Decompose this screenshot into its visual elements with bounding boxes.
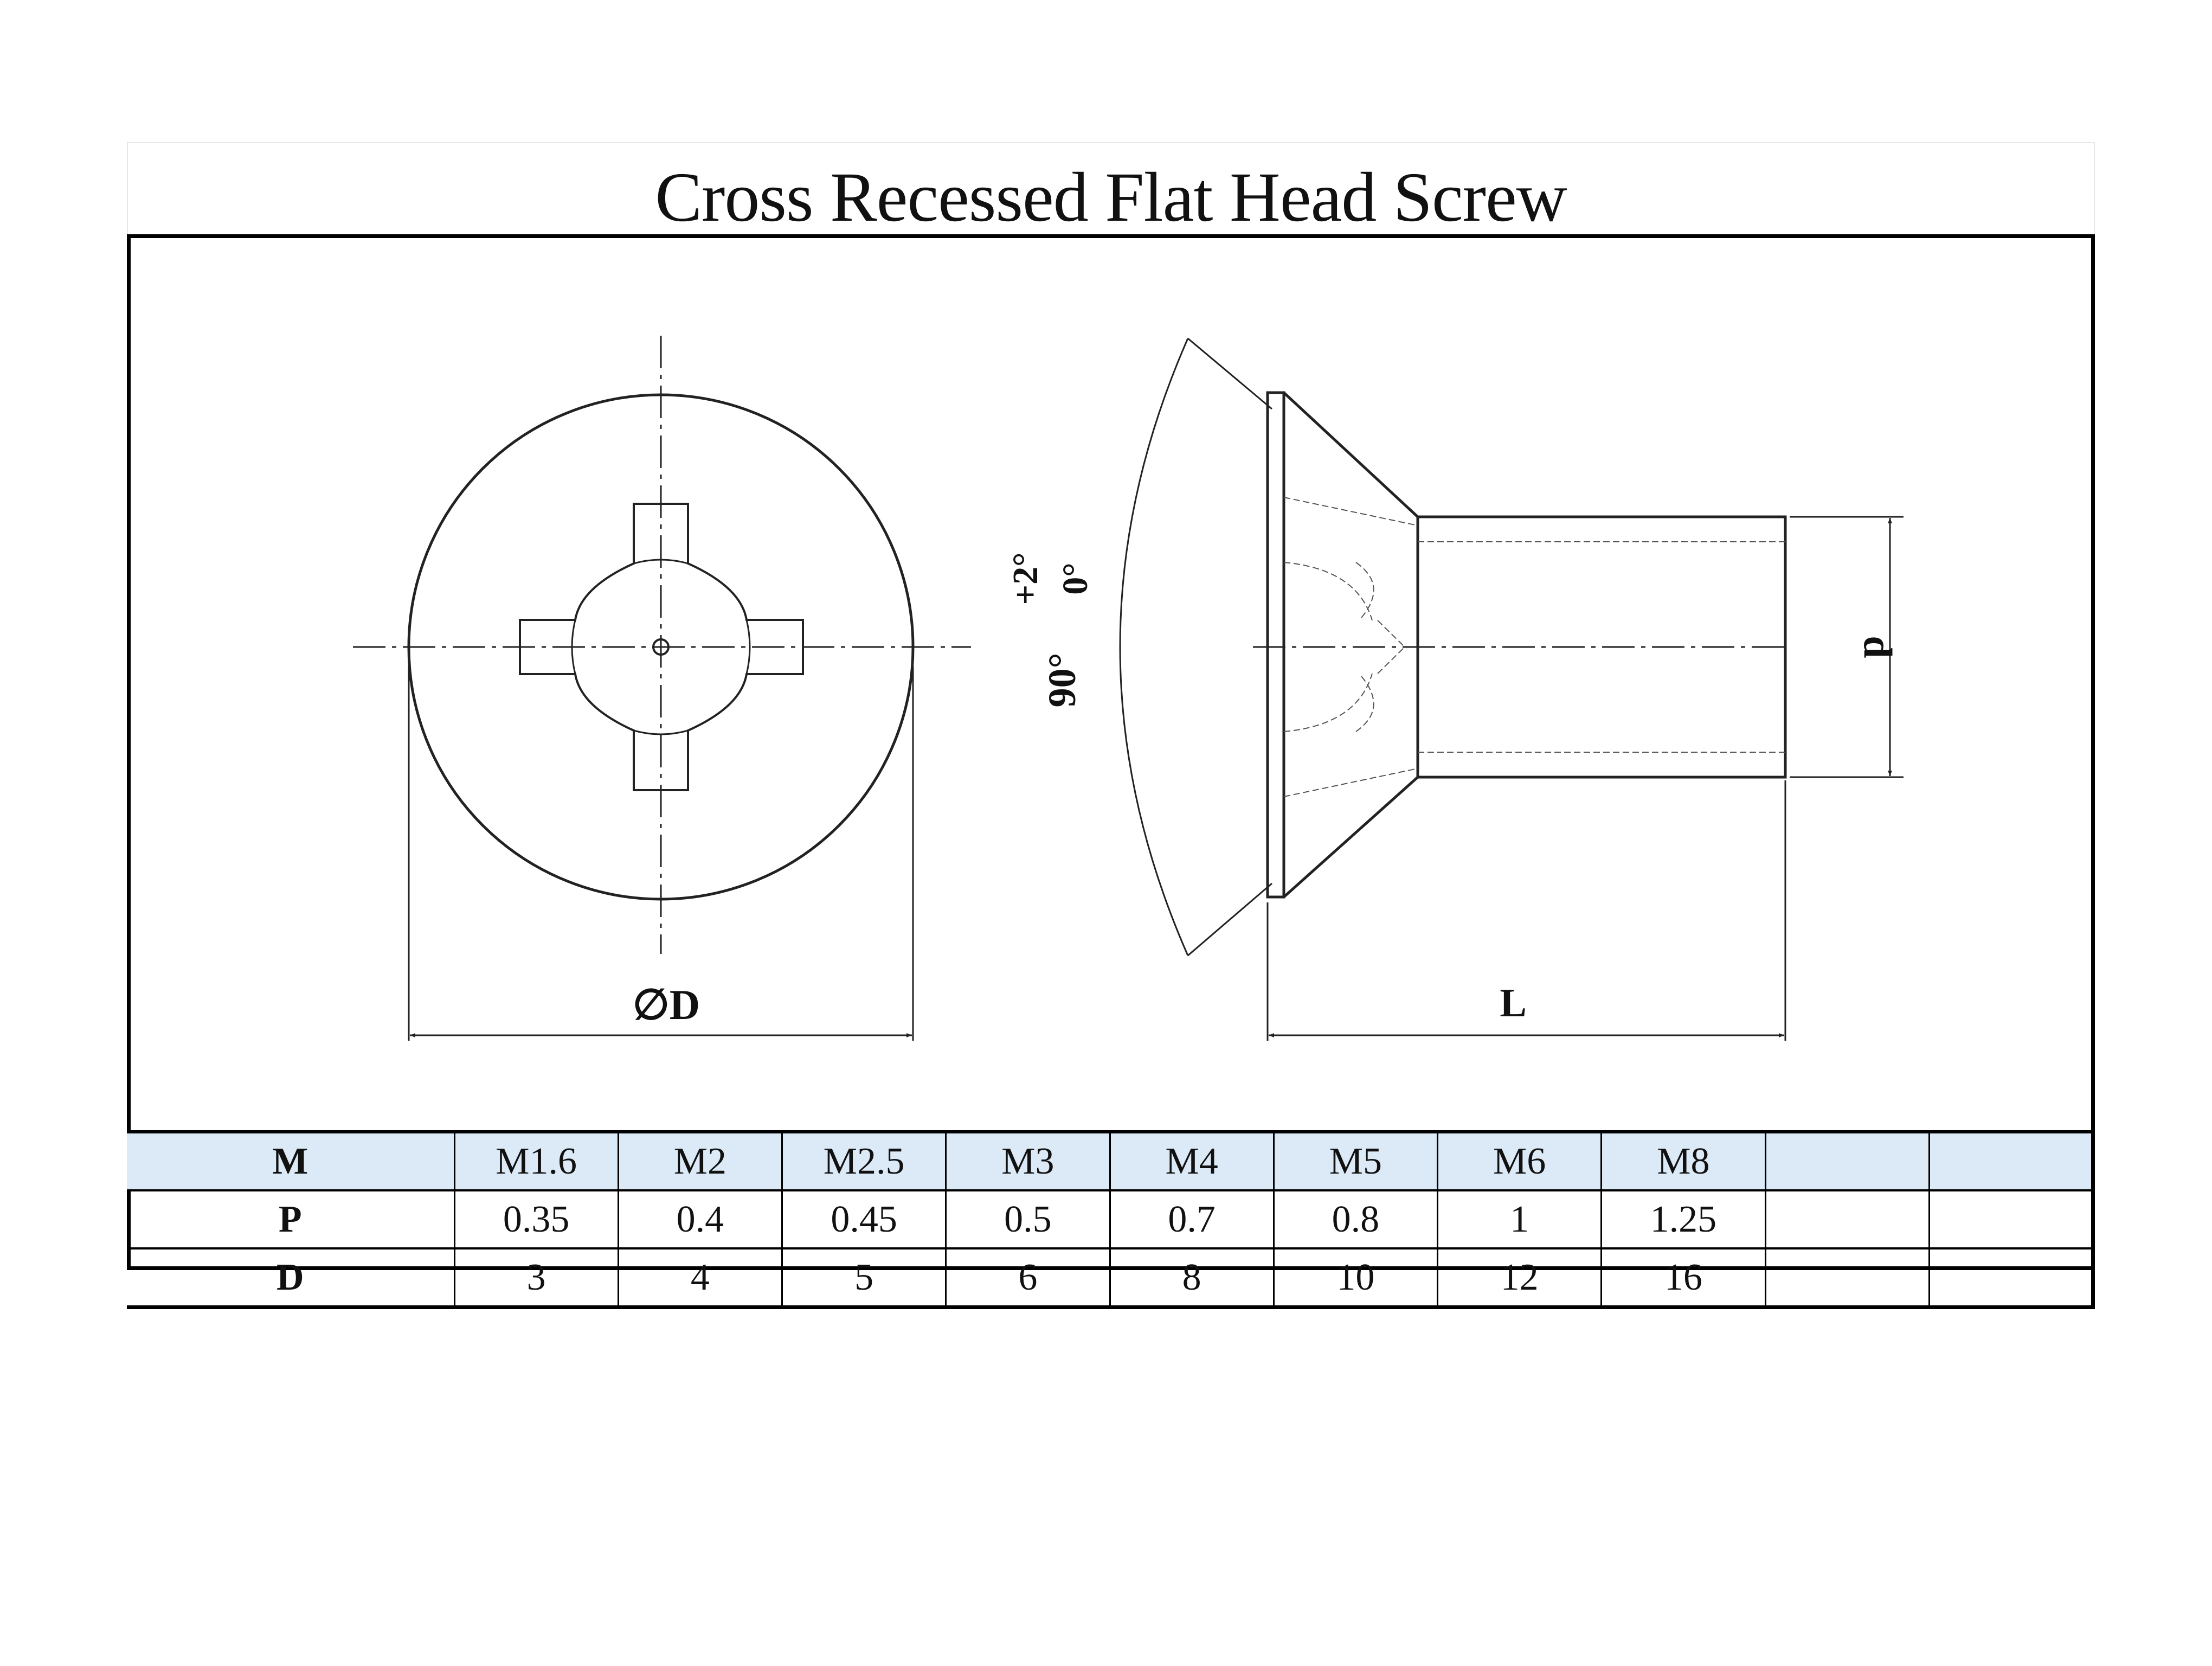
table-cell: M8 — [1601, 1130, 1766, 1191]
table-cell: M6 — [1437, 1130, 1603, 1191]
countersink-cone — [1283, 392, 1419, 898]
table-cell: M2.5 — [782, 1130, 947, 1191]
table-cell: 0.8 — [1274, 1190, 1439, 1250]
table-cell: 0.5 — [946, 1190, 1111, 1250]
recess-center-dot — [652, 638, 670, 656]
row-label-p: P — [127, 1190, 455, 1250]
row-label-m: M — [127, 1130, 455, 1191]
shank-diameter-label: d — [1855, 636, 1900, 658]
table-cell — [1929, 1190, 2095, 1250]
page-title: Cross Recessed Flat Head Screw — [655, 158, 1567, 236]
table-cell: 5 — [782, 1248, 947, 1309]
table-cell: 4 — [618, 1248, 783, 1309]
title-band: Cross Recessed Flat Head Screw — [127, 142, 2095, 236]
angle-label: 90° — [1040, 653, 1084, 708]
table-cell: 6 — [946, 1248, 1111, 1309]
table-cell — [1929, 1130, 2095, 1191]
angle-tolerance-upper: +2° — [1006, 552, 1045, 605]
table-cell: 16 — [1601, 1248, 1766, 1309]
table-row-m: M M1.6 M2 M2.5 M3 M4 M5 M6 M8 — [127, 1130, 2095, 1191]
table-cell: 0.35 — [454, 1190, 619, 1250]
table-row-p: P 0.35 0.4 0.45 0.5 0.7 0.8 1 1.25 — [127, 1190, 2095, 1250]
table-cell — [1765, 1248, 1930, 1309]
length-label: L — [1500, 981, 1526, 1026]
recess-hidden-lines — [1283, 497, 1785, 797]
table-row-d: D 3 4 5 6 8 10 12 16 — [127, 1248, 2095, 1309]
angle-arc — [1119, 338, 1189, 956]
top-view — [353, 336, 971, 1041]
screw-head-outline — [407, 393, 915, 901]
spec-table-body: M M1.6 M2 M2.5 M3 M4 M5 M6 M8 P 0.35 0.4… — [127, 1130, 2095, 1309]
table-cell: 0.45 — [782, 1190, 947, 1250]
table-cell: M4 — [1110, 1130, 1275, 1191]
table-cell: 0.4 — [618, 1190, 783, 1250]
technical-drawing: ∅D — [353, 336, 1904, 1041]
table-cell — [1929, 1248, 2095, 1309]
diameter-label: ∅D — [633, 981, 700, 1028]
table-cell — [1765, 1190, 1930, 1250]
table-cell: M3 — [946, 1130, 1111, 1191]
angle-tolerance-lower: 0° — [1056, 562, 1095, 594]
head-top-face — [1266, 391, 1285, 899]
angle-arc-extension-bottom — [1187, 882, 1272, 957]
table-cell: 12 — [1437, 1248, 1603, 1309]
angle-arc-extension-top — [1187, 337, 1272, 410]
recess-inner-arcs — [571, 559, 751, 735]
table-cell: M2 — [618, 1130, 783, 1191]
table-cell — [1765, 1130, 1930, 1191]
side-view — [1119, 337, 1904, 1041]
drawing-sheet: Cross Recessed Flat Head Screw ∅D — [127, 142, 2095, 1309]
shank-body — [1416, 515, 1787, 779]
table-cell: 1 — [1437, 1190, 1603, 1250]
table-cell: 0.7 — [1110, 1190, 1275, 1250]
table-cell: M5 — [1274, 1130, 1439, 1191]
technical-drawing-frame: ∅D — [127, 234, 2095, 1270]
table-cell: 1.25 — [1601, 1190, 1766, 1250]
spec-table: M M1.6 M2 M2.5 M3 M4 M5 M6 M8 P 0.35 0.4… — [127, 1130, 2095, 1309]
row-label-d: D — [127, 1248, 455, 1309]
table-cell: 10 — [1274, 1248, 1439, 1309]
table-cell: 3 — [454, 1248, 619, 1309]
cross-recess — [519, 503, 804, 791]
table-cell: M1.6 — [454, 1130, 619, 1191]
table-cell: 8 — [1110, 1248, 1275, 1309]
